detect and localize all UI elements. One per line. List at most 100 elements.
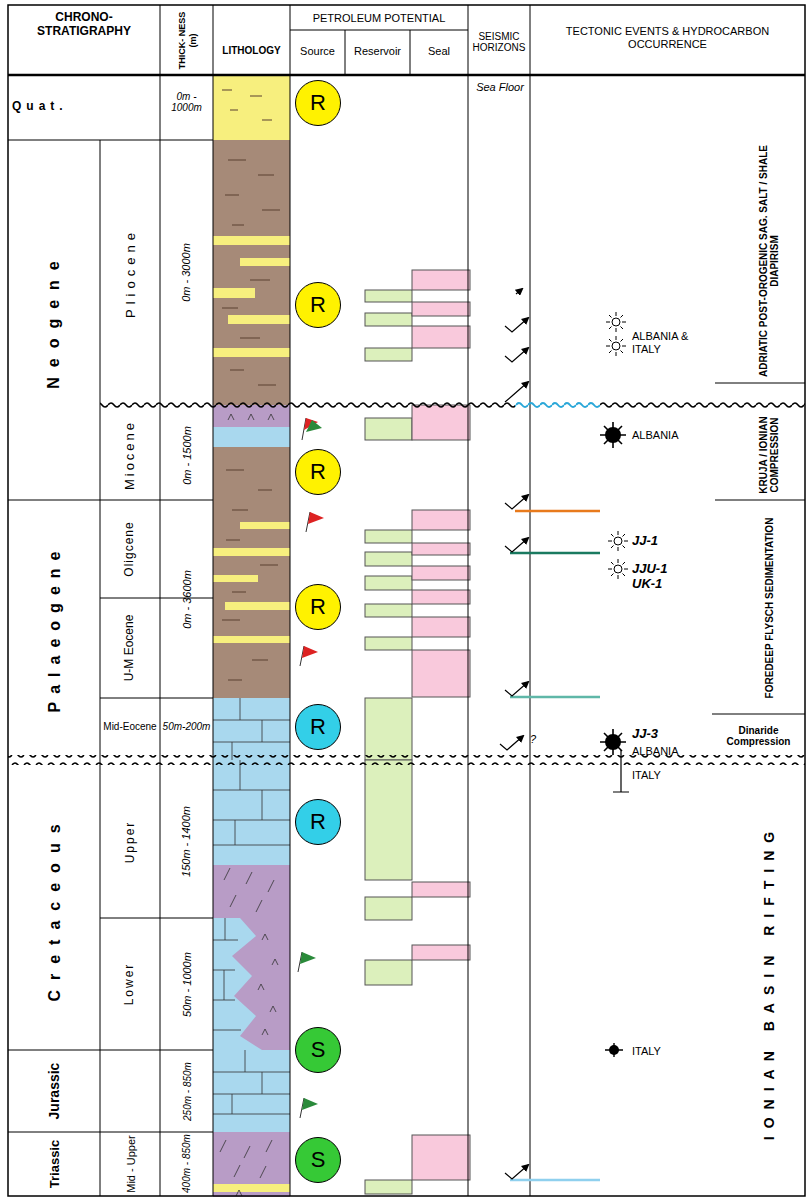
label-text: ALBANIA (632, 429, 678, 442)
lithology-column (213, 60, 290, 1197)
label-text: Mid - Upper (124, 1135, 137, 1192)
label-text: ALBANIA & ITALY (632, 330, 712, 355)
circle-letter: R (310, 461, 326, 483)
tectonic-event: FOREDEEP FLYSCH SEDIMENTATION (735, 505, 803, 710)
label-text: CHRONO- STRATIGRAPHY (8, 11, 160, 39)
source-flags (298, 418, 324, 1118)
label-text: ALBANIA (632, 745, 678, 758)
label-text: 50m - 1000m (180, 952, 193, 1017)
column-header: SEISMIC HORIZONS (468, 20, 530, 64)
rock-role-circle: S (295, 1137, 341, 1183)
label-text: 400m - 850m (181, 1134, 193, 1193)
occurrence-label: ITALY (632, 1042, 687, 1060)
thickness-value: 0m - 3000m (160, 140, 213, 405)
label-text: Neogene (45, 251, 63, 389)
circle-letter: R (310, 811, 326, 833)
epoch-name: Lower (100, 918, 160, 1050)
period-name: Neogene (8, 140, 100, 500)
label-text: Lower (123, 963, 137, 1006)
column-header: Reservoir (345, 36, 410, 66)
epoch-name: Mid - Upper (100, 1132, 160, 1195)
thickness-value: 250m - 850m (160, 1050, 213, 1132)
epoch-name: Pliocene (100, 140, 160, 405)
circle-letter: R (310, 596, 326, 618)
circle-letter: S (311, 1149, 326, 1171)
occurrence-label: ALBANIA (632, 426, 712, 444)
tectonic-event: IONIAN BASIN RIFTING (735, 772, 803, 1192)
occurrence-label: ALBANIA & ITALY (632, 326, 712, 360)
horizon-label: Sea Floor (470, 78, 530, 96)
tectonic-event: Dinaride Compression (712, 718, 805, 754)
grid-lines (8, 5, 805, 1196)
circle-letter: S (311, 1039, 326, 1061)
period-name: Palaeogene (8, 500, 100, 755)
column-header: TECTONIC EVENTS & HYDROCARBON OCCURRENCE (530, 10, 805, 66)
epoch-name: U-M Eocene (100, 598, 160, 698)
column-header: PETROLEUM POTENTIAL (290, 8, 468, 28)
well-name: JJ-1 (632, 532, 692, 550)
label-text: Quat. (12, 100, 68, 114)
label-text: U-M Eocene (123, 615, 137, 682)
label-text: Upper (123, 820, 137, 863)
label-text: Miocene (123, 420, 138, 490)
rock-role-circle: S (295, 1027, 341, 1073)
thickness-value: 150m - 1400m (160, 765, 213, 918)
label-text: 0m - 3600m (180, 570, 193, 629)
thickness-value: 0m - 1000m (160, 82, 213, 122)
label-text: JJ-1 (632, 534, 658, 549)
rock-role-circle: R (295, 282, 341, 328)
label-text: ADRIATIC POST-OROGENIC SAG. SALT / SHALE… (758, 142, 781, 380)
well-name: JJU-1 UK-1 (632, 558, 692, 596)
thickness-value: 400m - 850m (160, 1132, 213, 1195)
circle-letter: R (310, 716, 326, 738)
tectonic-event: KRUJA / IONIAN COMPRESSION (735, 412, 803, 498)
rock-role-circle: R (295, 80, 341, 126)
hydrocarbon-symbols (600, 312, 629, 1057)
thickness-value: 0m - 3600m (160, 500, 213, 698)
period-name: Jurassic (8, 1050, 100, 1132)
rock-role-circle: R (295, 449, 341, 495)
label-text: KRUJA / IONIAN COMPRESSION (758, 412, 781, 498)
label-text: JJU-1 UK-1 (632, 562, 692, 592)
well-name: JJ-3 (632, 726, 682, 743)
occurrence-label: ITALY (632, 767, 687, 783)
circle-letter: R (310, 294, 326, 316)
label-text: Mid-Eocene (103, 721, 156, 733)
label-text: LITHOLOGY (222, 45, 280, 57)
label-text: 250m - 850m (181, 1062, 193, 1121)
label-text: Seal (428, 45, 450, 58)
label-text: Jurassic (46, 1063, 62, 1120)
epoch-name: Upper (100, 765, 160, 918)
label-text: JJ-3 (632, 727, 658, 742)
uncertainty-mark: ? (526, 730, 540, 748)
period-name: Cretaceous (8, 765, 100, 1050)
label-text: ? (530, 733, 536, 746)
tectonic-event: ADRIATIC POST-OROGENIC SAG. SALT / SHALE… (735, 142, 803, 380)
label-text: 150m - 1400m (180, 806, 193, 877)
epoch-name: Oligcene (100, 500, 160, 598)
label-text: TECTONIC EVENTS & HYDROCARBON OCCURRENCE (530, 25, 805, 50)
label-text: IONIAN BASIN RIFTING (761, 824, 777, 1140)
thickness-value: 50m-200m (160, 700, 213, 754)
rock-role-circle: R (295, 799, 341, 845)
label-text: Cretaceous (45, 814, 63, 1001)
label-text: SEISMIC HORIZONS (468, 31, 530, 54)
rock-role-circle: R (295, 704, 341, 750)
circle-letter: R (310, 92, 326, 114)
label-text: Oligcene (123, 521, 137, 576)
label-text: Dinaride Compression (712, 725, 805, 748)
occurrence-label: ALBANIA (632, 743, 702, 759)
label-text: Triassic (47, 1139, 62, 1187)
period-name: Triassic (8, 1132, 100, 1195)
label-text: 0m - 1500m (180, 426, 193, 485)
label-text: Sea Floor (476, 81, 524, 94)
column-header: THICK- NESS (m) (160, 8, 213, 72)
column-header: LITHOLOGY (213, 40, 290, 62)
thickness-value: 50m - 1000m (160, 918, 213, 1050)
thickness-value: 0m - 1500m (160, 410, 213, 500)
epoch-name: Mid-Eocene (100, 700, 160, 754)
label-text: 50m-200m (163, 721, 211, 733)
label-text: ITALY (632, 769, 661, 782)
